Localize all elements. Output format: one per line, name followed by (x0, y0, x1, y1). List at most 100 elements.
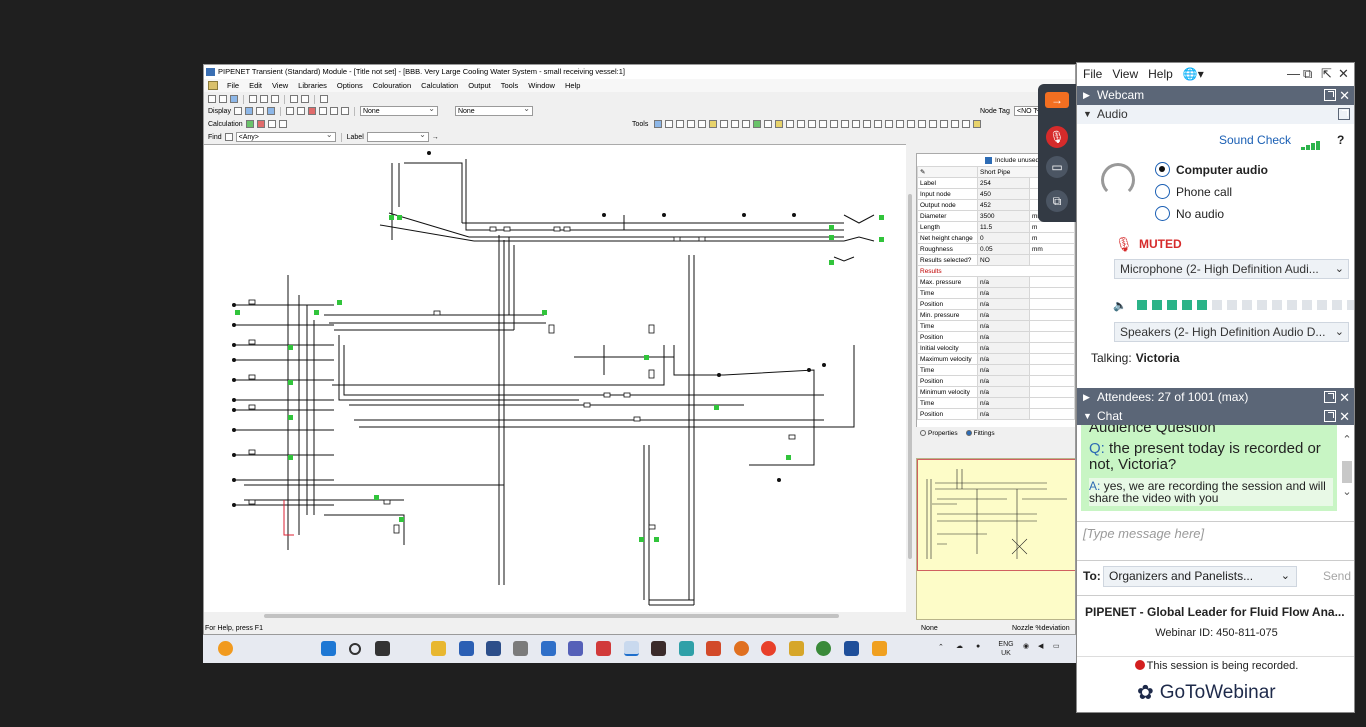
property-value[interactable]: 450 (977, 188, 1030, 200)
tank-tool-icon[interactable] (742, 120, 750, 128)
audio-section-header[interactable]: ▼ Audio (1077, 105, 1354, 124)
pump-icon[interactable] (296, 107, 305, 115)
menu-output[interactable]: Output (468, 81, 491, 90)
highlight-tool-icon[interactable] (973, 120, 981, 128)
node-tool-icon[interactable] (885, 120, 893, 128)
scroll-thumb[interactable] (1342, 461, 1352, 483)
run-icon[interactable] (256, 120, 265, 128)
panel-menu-help[interactable]: Help (1148, 67, 1173, 81)
property-row[interactable]: Results selected?NO (917, 254, 1075, 266)
close-icon[interactable]: ✕ (1339, 88, 1350, 103)
valve-tool-icon[interactable] (720, 120, 728, 128)
menu-file[interactable]: File (227, 81, 240, 90)
rectangle-icon[interactable] (676, 120, 684, 128)
notification-app-icon[interactable] (218, 641, 233, 656)
start-icon[interactable] (321, 641, 336, 656)
popout-icon[interactable] (1338, 108, 1350, 120)
find-icon[interactable] (224, 133, 233, 141)
nozzle-tool-icon[interactable] (764, 120, 772, 128)
accumulator-tool-icon[interactable] (852, 120, 860, 128)
valve-icon[interactable] (307, 107, 316, 115)
cut-icon[interactable] (249, 95, 257, 103)
powerpoint-icon[interactable] (706, 641, 721, 656)
results-icon[interactable] (267, 120, 276, 128)
property-value[interactable]: NO (977, 254, 1030, 266)
node-icon[interactable] (244, 107, 253, 115)
help-icon[interactable]: ? (1337, 133, 1345, 147)
radio-button[interactable] (1155, 162, 1170, 177)
spec-tool-icon[interactable] (841, 120, 849, 128)
elbow-tool-icon[interactable] (874, 120, 882, 128)
settings-app-icon[interactable] (872, 641, 887, 656)
pencil-icon[interactable]: ✎ (917, 166, 978, 178)
polygon-icon[interactable] (687, 120, 695, 128)
reducer-tool-icon[interactable] (830, 120, 838, 128)
menu-options[interactable]: Options (336, 81, 363, 90)
pipe-tool-icon[interactable] (709, 120, 717, 128)
close-icon[interactable]: ✕ (1338, 66, 1349, 81)
battery-icon[interactable]: ▭ (1053, 643, 1060, 650)
undo-icon[interactable] (290, 95, 298, 103)
cloud-icon[interactable]: ☁ (956, 643, 963, 650)
word-icon[interactable] (459, 641, 474, 656)
firefox-icon[interactable] (734, 641, 749, 656)
zoom-tool-icon[interactable] (951, 120, 959, 128)
snowflake-app-icon[interactable] (844, 641, 859, 656)
menu-window[interactable]: Window (528, 81, 555, 90)
microphone-select[interactable]: Microphone (2- High Definition Audi... ⌄ (1114, 259, 1349, 279)
recorder-icon[interactable] (651, 641, 666, 656)
teams-icon[interactable] (568, 641, 583, 656)
menu-tools[interactable]: Tools (500, 81, 519, 90)
no-audio-option[interactable]: No audio (1155, 206, 1224, 221)
menu-libraries[interactable]: Libraries (298, 81, 327, 90)
chat-section-header[interactable]: ▼ Chat ✕ (1077, 407, 1354, 426)
popout-icon[interactable] (1324, 89, 1336, 101)
chrome-icon[interactable] (816, 641, 831, 656)
open-icon[interactable] (219, 95, 227, 103)
phone-call-option[interactable]: Phone call (1155, 184, 1232, 199)
collapse-arrow-icon[interactable]: → (1045, 92, 1069, 108)
speakers-select[interactable]: Speakers (2- High Definition Audio D... … (1114, 322, 1349, 342)
label-combo[interactable]: None (454, 104, 533, 116)
scroll-down-icon[interactable]: ⌄ (1342, 486, 1352, 498)
scroll-thumb[interactable] (264, 614, 839, 618)
menu-calculation[interactable]: Calculation (421, 81, 459, 90)
chevron-up-icon[interactable]: ⌃ (938, 644, 944, 651)
menu-edit[interactable]: Edit (249, 81, 263, 90)
report-icon[interactable] (278, 120, 287, 128)
autocad-icon[interactable] (596, 641, 611, 656)
calculator-icon[interactable] (513, 641, 528, 656)
clock-app-icon[interactable] (486, 641, 501, 656)
filter-tool-icon[interactable] (753, 120, 761, 128)
panel-menu-view[interactable]: View (1112, 67, 1139, 81)
microphone-icon[interactable]: ● (976, 643, 981, 650)
measure-tool-icon[interactable] (918, 120, 926, 128)
vessel-tool-icon[interactable] (797, 120, 805, 128)
network-canvas[interactable] (204, 144, 906, 612)
file-explorer-icon[interactable] (431, 641, 446, 656)
tab-fittings[interactable]: Fittings (965, 430, 995, 437)
print-icon[interactable] (320, 95, 328, 103)
wifi-icon[interactable]: ◉ (1023, 643, 1030, 650)
radio-button[interactable] (1155, 206, 1170, 221)
sound-check-link[interactable]: Sound Check (1219, 133, 1292, 147)
webcam-section-header[interactable]: ▶ Webcam ✕ (1077, 86, 1354, 105)
snipping-icon[interactable] (789, 641, 804, 656)
radio-button[interactable] (1155, 184, 1170, 199)
save-icon[interactable] (230, 95, 238, 103)
chat-message-input[interactable]: [Type message here] (1077, 521, 1354, 561)
recipient-select[interactable]: Organizers and Panelists... ⌄ (1103, 566, 1297, 587)
volume-icon[interactable]: ◀ (1038, 643, 1044, 650)
scroll-thumb[interactable] (908, 194, 912, 559)
menu-help[interactable]: Help (564, 81, 581, 90)
new-icon[interactable] (208, 95, 216, 103)
screen-share-icon[interactable]: ⧉ (1046, 190, 1068, 212)
label-search-input[interactable] (366, 130, 429, 142)
redo-icon[interactable] (301, 95, 309, 103)
bend-tool-icon[interactable] (808, 120, 816, 128)
pump-tool-icon[interactable] (731, 120, 739, 128)
popout-icon[interactable] (1324, 391, 1336, 403)
arrow-icon[interactable] (318, 107, 327, 115)
